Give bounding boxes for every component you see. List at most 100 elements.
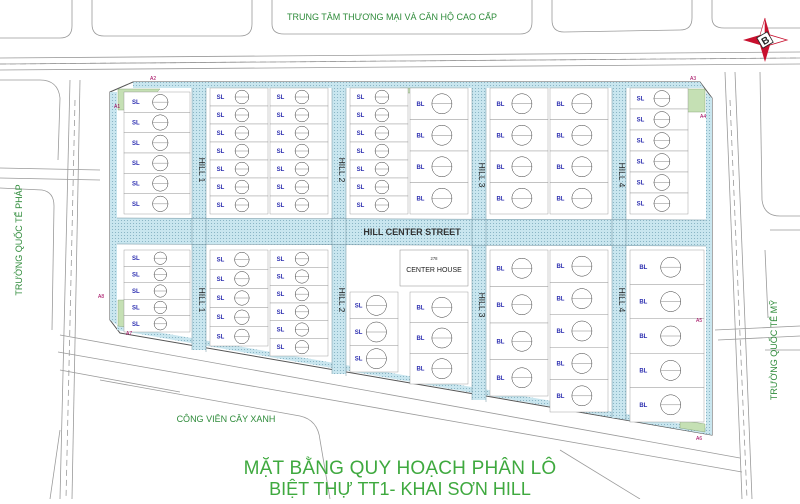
lot-type-label: SL [357,149,365,155]
marker-a4: A4 [700,114,706,120]
road-line [59,79,71,500]
lot-type-label: SL [217,296,225,302]
lot: SL [123,266,191,283]
lot: BL [409,353,469,385]
lot-type-label: BL [416,133,424,139]
road-line [759,71,800,217]
lot-type-label: SL [217,113,225,119]
lot-type-label: BL [639,300,647,306]
lot: SL [209,159,269,179]
road-line [734,71,753,500]
marker-a2: A2 [150,76,156,82]
road-line [91,0,253,37]
lot-type-label: SL [637,202,645,208]
hill-3-lower-label: HILL 3 [477,293,487,318]
hill-2-upper-label: HILL 2 [337,158,347,183]
lot-type-label: SL [132,121,140,127]
road-line [717,335,800,341]
lot: SL [209,141,269,161]
lot-type-label: BL [496,266,504,272]
road-line [0,0,73,39]
lot-type-label: SL [277,257,285,263]
lot: SL [349,87,409,107]
lot: SL [123,299,191,316]
road-line [714,325,800,331]
road-line [0,167,101,171]
lot-type-label: SL [355,357,363,363]
lots: SL SL SL SL SL SL SL SL SL SL SL SL SL SL SL SL SL SL SL SL… [123,87,705,423]
road-line [0,63,800,71]
north-compass-icon: B [743,17,789,62]
lot-type-label: BL [639,265,647,271]
lot: SL [629,87,689,110]
lot: SL [629,150,689,173]
green-corner [679,419,706,433]
lot-type-label: SL [277,328,285,334]
lot-type-label: SL [277,95,285,101]
lot: SL [123,152,191,174]
lot-type-label: SL [277,310,285,316]
lot-type-label: BL [639,334,647,340]
road-line [711,0,800,29]
lot: SL [349,291,399,319]
lot-type-label: SL [217,258,225,264]
hill-center-street [117,218,706,246]
lot: SL [269,267,329,286]
lot-type-label: SL [217,167,225,173]
lot-type-label: SL [637,97,645,103]
lot: BL [549,314,609,348]
lot: SL [269,87,329,107]
lot-type-label: BL [556,329,564,335]
lot-type-label: SL [637,160,645,166]
road-line [271,0,533,35]
lot-type-label: SL [132,289,140,295]
hill-1-upper-label: HILL 1 [197,158,207,183]
lot-type-label: SL [217,203,225,209]
lot-type-label: SL [277,345,285,351]
lot-type-label: BL [496,339,504,345]
hill-3-road [472,88,486,400]
hill-3-upper-label: HILL 3 [477,163,487,188]
lot: SL [269,105,329,125]
lot-type-label: BL [639,368,647,374]
lot-type-label: BL [556,297,564,303]
lot-type-label: SL [217,315,225,321]
lot-type-label: BL [416,305,424,311]
lot-type-label: BL [416,165,424,171]
lot-type-label: BL [416,367,424,373]
street-labels: HILL CENTER STREET HILL 1 HILL 1 HILL 2 … [197,158,627,318]
hill-4-road [612,88,626,418]
lot: BL [549,379,609,413]
road-line [559,449,641,500]
lot: SL [349,318,399,346]
lot: BL [409,150,469,183]
road-line [99,379,331,500]
lot: SL [349,177,409,197]
lot: SL [209,269,269,289]
lot: BL [489,182,549,215]
lot-type-label: SL [637,139,645,145]
pavement-strip [110,92,117,325]
lot-type-label: SL [217,334,225,340]
lot-type-label: BL [556,165,564,171]
lot: BL [489,87,549,120]
road-centerline [0,57,800,65]
lot: SL [123,193,191,215]
lot-type-label: BL [556,361,564,367]
marker-a8: A8 [98,294,104,300]
road-line [59,334,741,459]
lot: BL [489,286,549,324]
lot: SL [349,141,409,161]
lot: SL [269,285,329,304]
marker-a7: A7 [126,331,132,337]
lot-type-label: SL [637,181,645,187]
lot: SL [269,195,329,215]
road-line [764,249,769,319]
lot-type-label: BL [416,102,424,108]
road-line [49,429,61,500]
lot: SL [209,177,269,197]
lot-type-label: SL [132,141,140,147]
lot-type-label: BL [556,102,564,108]
lot-type-label: SL [217,95,225,101]
marker-a1: A1 [114,104,120,110]
